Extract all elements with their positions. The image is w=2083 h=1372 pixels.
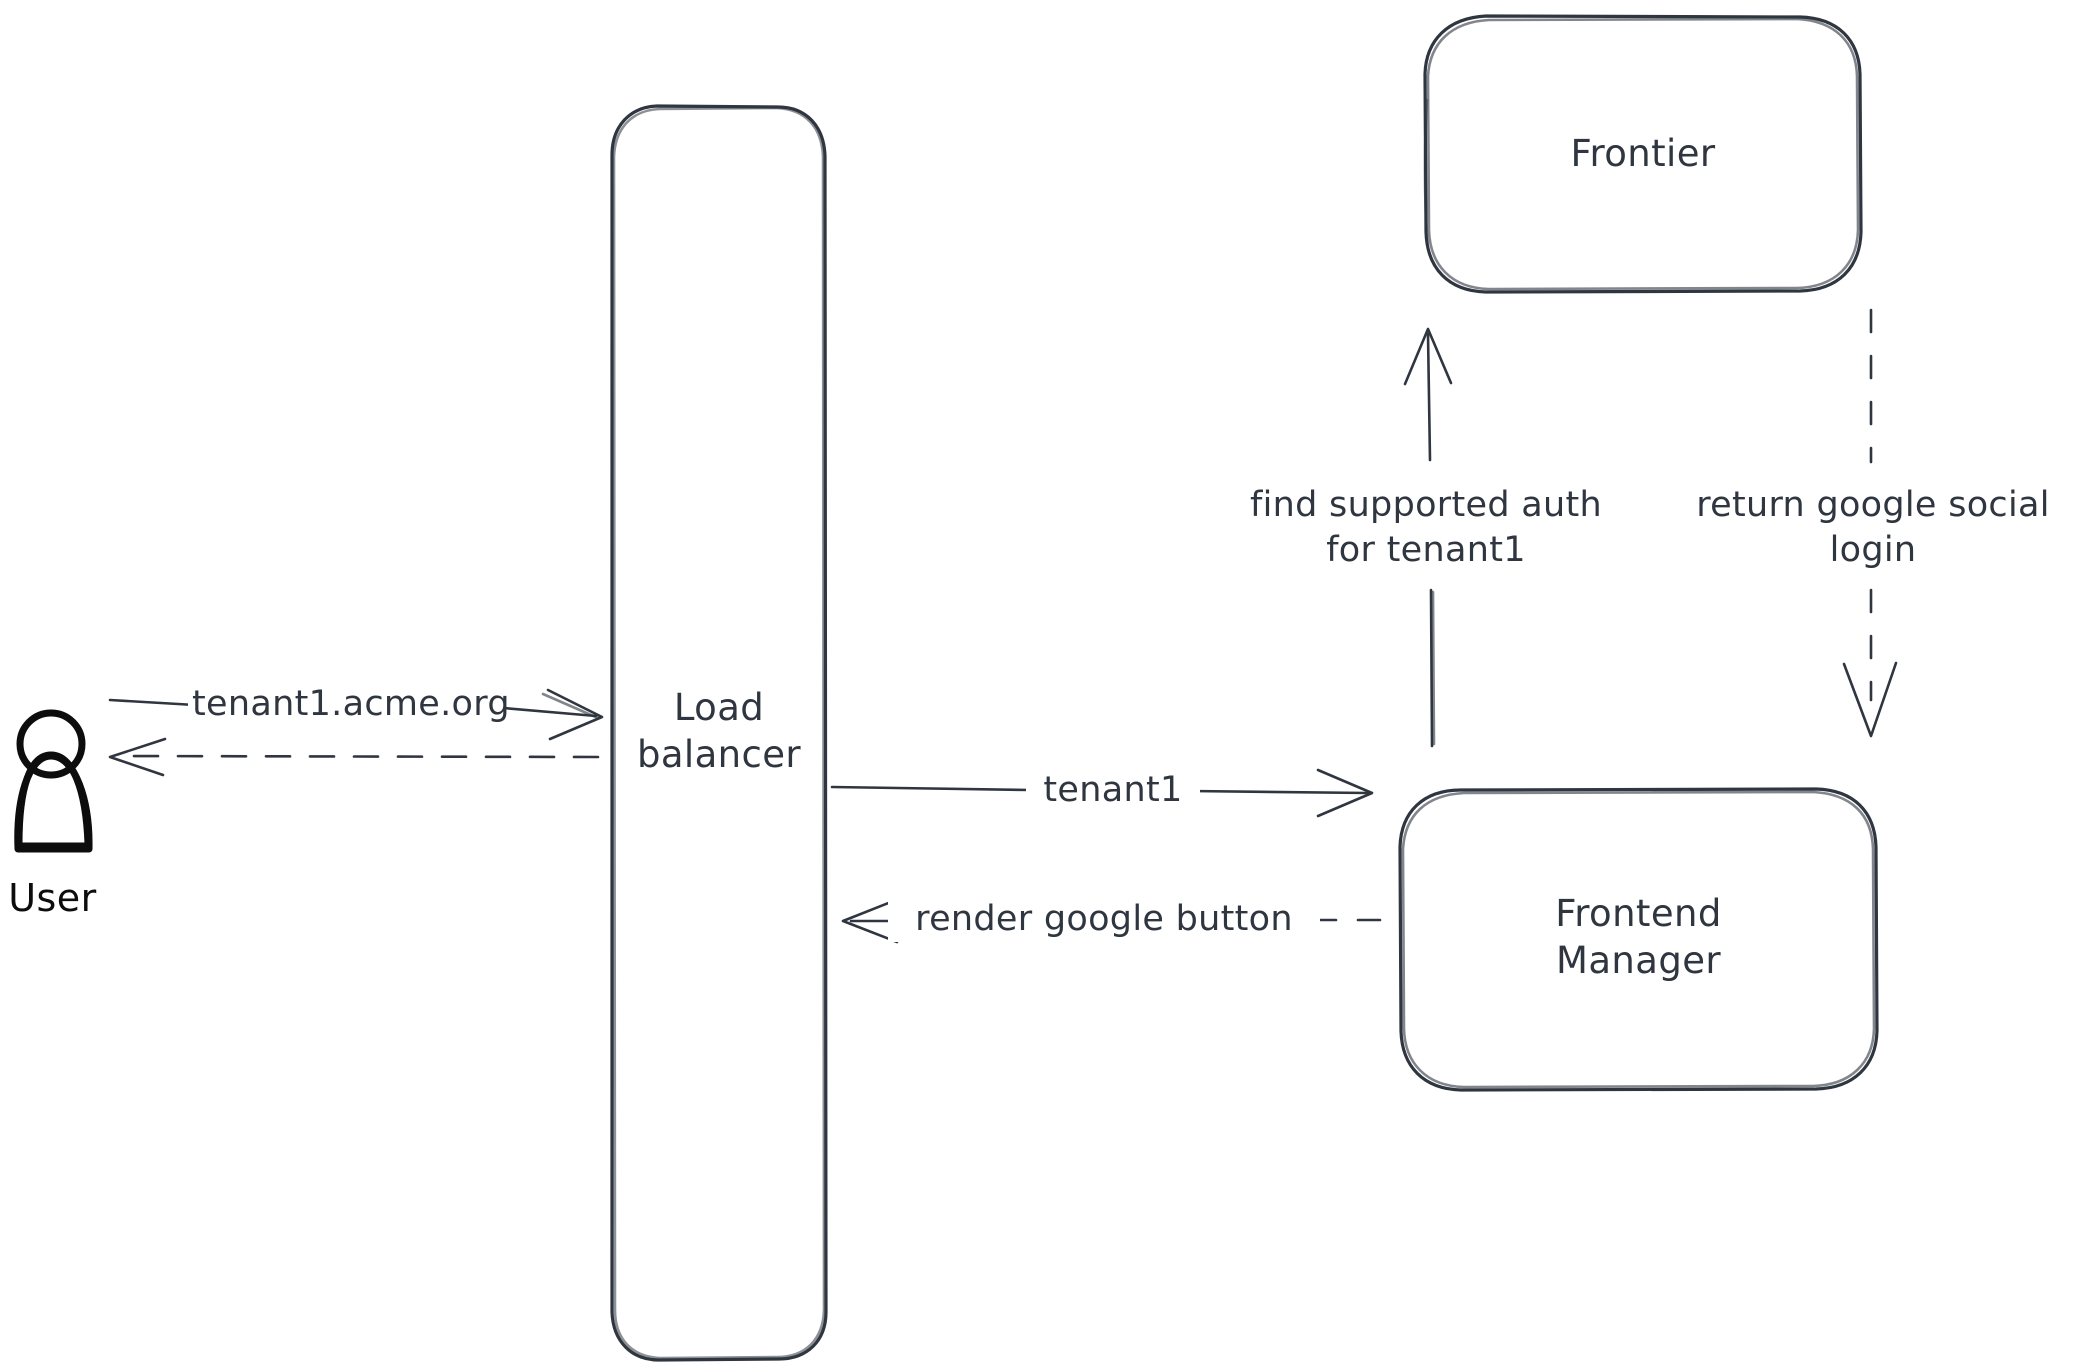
load-balancer-label: Load balancer <box>636 686 802 777</box>
load-balancer-shape[interactable] <box>610 104 828 1362</box>
frontend-manager-shape[interactable] <box>1398 787 1879 1092</box>
edge-loadbalancer-to-frontendmanager <box>830 768 1374 818</box>
edge-user-to-loadbalancer <box>108 688 604 741</box>
edge-label-return-google-social-login: return google social login <box>1662 483 2083 573</box>
frontier-label: Frontier <box>1570 132 1716 175</box>
frontend-manager-label: Frontend Manager <box>1555 892 1722 983</box>
edge-label-tenant1-acme-org: tenant1.acme.org <box>188 682 510 727</box>
edge-label-find-supported-auth: find supported auth for tenant1 <box>1218 483 1634 573</box>
edge-label-render-google-button: render google button <box>888 897 1320 942</box>
edge-frontendmanager-to-loadbalancer <box>841 898 1382 944</box>
edge-frontendmanager-to-frontier <box>1403 327 1453 748</box>
frontier-shape[interactable] <box>1423 14 1863 294</box>
edge-loadbalancer-to-user <box>108 737 600 777</box>
user-actor-label: User <box>8 876 97 920</box>
edge-frontier-to-frontendmanager <box>1842 308 1898 738</box>
edge-label-tenant1: tenant1 <box>1026 768 1200 813</box>
user-actor-icon <box>14 709 93 853</box>
